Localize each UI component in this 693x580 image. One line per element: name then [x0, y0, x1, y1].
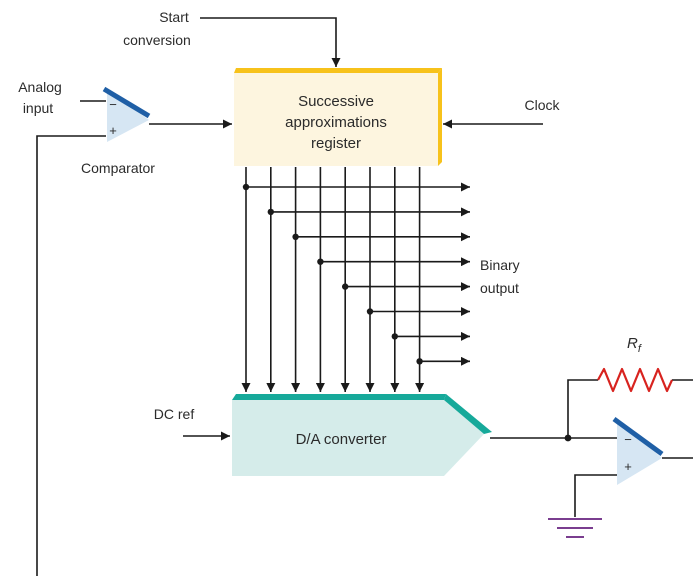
dac-block: D/A converter — [232, 394, 492, 476]
comparator-body — [107, 89, 149, 142]
comparator-plus: + — [109, 123, 117, 138]
sar-box — [234, 73, 438, 166]
binary-output-label-line1: Binary — [480, 257, 520, 273]
feedback-resistor: Rf — [597, 335, 674, 393]
bit-junction-1 — [242, 183, 250, 191]
clock-label: Clock — [524, 97, 560, 113]
sar-right-accent — [438, 68, 442, 166]
sar-label-line1: Successive — [298, 93, 374, 110]
output-opamp: − + — [612, 416, 664, 485]
comparator-label: Comparator — [81, 160, 155, 176]
dac-top-accent — [232, 394, 446, 400]
opamp-plus-ground-wire — [574, 474, 617, 517]
comparator: − + — [102, 86, 151, 142]
sar-label-line2: approximations — [285, 114, 387, 131]
dac-diagonal-accent — [444, 394, 492, 434]
bit-junction-7 — [391, 333, 398, 340]
start-conversion-label-line2: conversion — [123, 32, 191, 48]
bit-junction-6 — [366, 308, 374, 315]
start-conversion-label-line1: Start — [159, 9, 189, 25]
feedback-resistor-left-wire — [567, 379, 598, 438]
sar-label-line3: register — [311, 135, 361, 152]
start-conversion-wire — [200, 17, 341, 67]
comparator-accent — [102, 86, 151, 119]
sar-top-accent — [234, 68, 442, 73]
resistor-zigzag — [597, 367, 674, 393]
feedback-wire — [36, 135, 106, 576]
bit-junction-4 — [317, 258, 324, 265]
bit-junction-3 — [292, 233, 299, 240]
dac-box — [232, 400, 484, 476]
bit-junction-2 — [267, 208, 274, 216]
sar-block: Successive approximations register — [234, 68, 442, 166]
resistor-label: Rf — [627, 335, 642, 355]
bit-junction-8 — [416, 358, 423, 365]
dac-label: D/A converter — [296, 431, 387, 448]
opamp-minus: − — [624, 432, 632, 447]
wiring — [36, 17, 693, 576]
analog-input-label-line1: Analog — [18, 79, 62, 95]
opamp-accent — [612, 416, 664, 457]
opamp-plus: + — [624, 459, 632, 474]
bit-junction-5 — [342, 283, 349, 290]
binary-output-label-line2: output — [480, 280, 519, 296]
analog-input-label-line2: input — [23, 100, 53, 116]
opamp-body — [617, 420, 662, 485]
bit-bus — [241, 167, 470, 392]
dc-ref-label: DC ref — [154, 406, 195, 422]
comparator-minus: − — [109, 97, 117, 112]
ground-symbol — [548, 518, 602, 538]
